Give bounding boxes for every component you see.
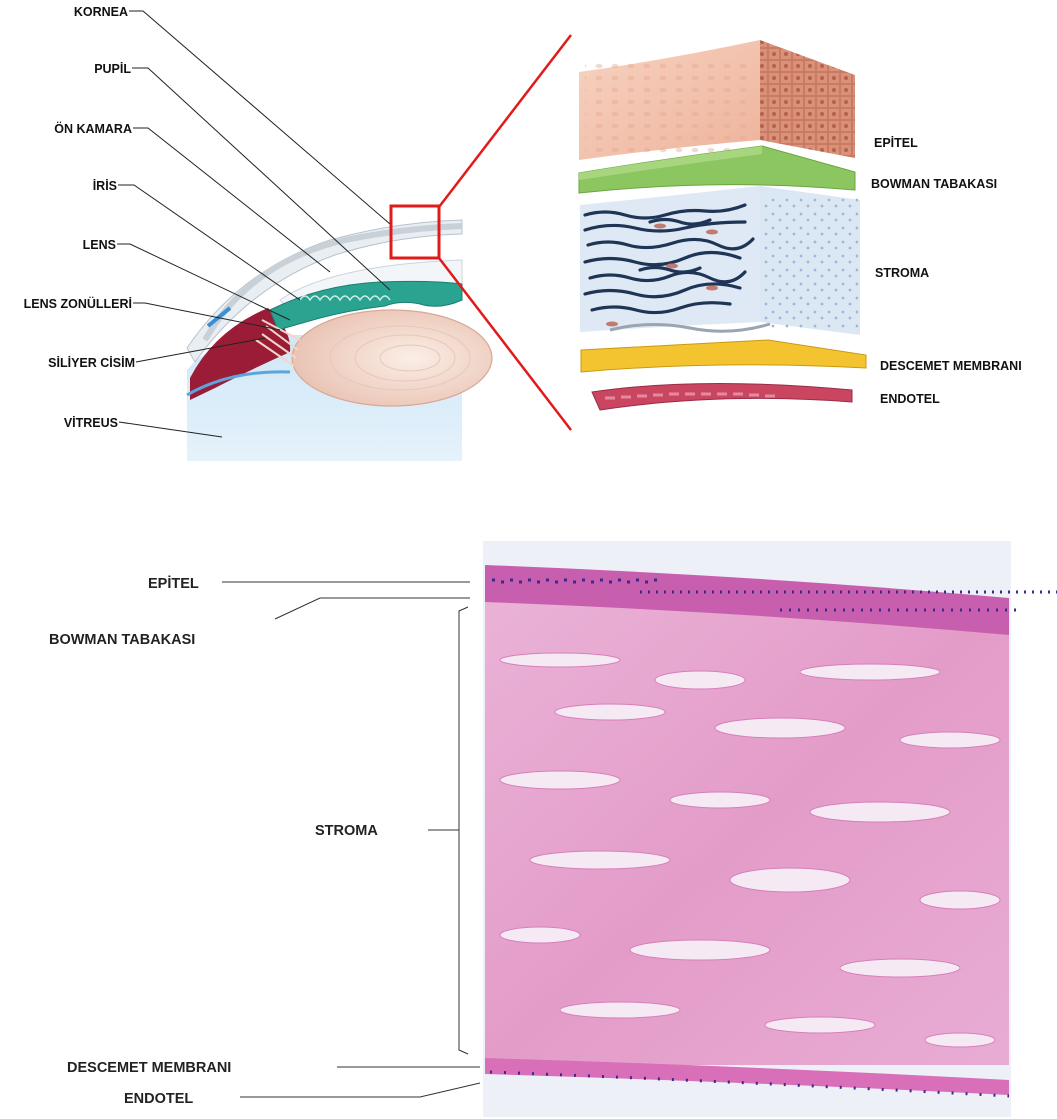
histology-cleft xyxy=(500,927,580,943)
keratocyte xyxy=(706,286,718,291)
leader-hist-bowman xyxy=(275,598,470,619)
layer-label-endotel: ENDOTEL xyxy=(880,392,940,406)
epitel-layer-pattern xyxy=(585,62,755,154)
histology-cleft xyxy=(810,802,950,822)
layer-label-epitel: EPİTEL xyxy=(874,135,918,150)
label-pupil: PUPİL xyxy=(94,61,131,76)
keratocyte xyxy=(606,322,618,327)
zoom-line-top xyxy=(439,35,571,207)
keratocyte xyxy=(706,230,718,235)
histology-cleft xyxy=(925,1033,995,1047)
cornea-layer-diagram xyxy=(579,40,866,410)
leader-hist-endotel xyxy=(240,1083,480,1097)
keratocyte xyxy=(666,264,678,269)
leader-kornea xyxy=(129,11,390,224)
layer-label-bowman: BOWMAN TABAKASI xyxy=(871,177,997,191)
histology-cleft xyxy=(840,959,960,977)
label-lens: LENS xyxy=(83,238,116,252)
keratocyte xyxy=(654,224,666,229)
label-lens-zonulleri: LENS ZONÜLLERİ xyxy=(24,296,132,311)
descemet-layer xyxy=(581,340,866,372)
histology-cleft xyxy=(920,891,1000,909)
epitel-side-face xyxy=(760,40,855,158)
histology-cleft xyxy=(630,940,770,960)
histology-cleft xyxy=(560,1002,680,1018)
hist-label-bowman: BOWMAN TABAKASI xyxy=(49,632,195,648)
histology-section xyxy=(483,541,1057,1117)
histology-cleft xyxy=(765,1017,875,1033)
histology-cleft xyxy=(670,792,770,808)
hist-label-descemet: DESCEMET MEMBRANI xyxy=(67,1060,231,1076)
hist-label-epitel: EPİTEL xyxy=(148,575,199,592)
hist-label-stroma: STROMA xyxy=(315,823,378,839)
label-kornea: KORNEA xyxy=(74,5,128,19)
histology-cleft xyxy=(730,868,850,892)
label-iris: İRİS xyxy=(93,178,117,193)
layer-label-stroma: STROMA xyxy=(875,266,929,280)
lens-body xyxy=(292,310,492,406)
histology-cleft xyxy=(800,664,940,680)
histology-cleft xyxy=(530,851,670,869)
histology-cleft xyxy=(655,671,745,689)
stroma-dots xyxy=(762,196,858,330)
label-on-kamara: ÖN KAMARA xyxy=(54,121,132,136)
histology-cleft xyxy=(500,653,620,667)
label-vitreus: VİTREUS xyxy=(64,415,118,430)
hist-label-endotel: ENDOTEL xyxy=(124,1091,193,1107)
histology-cleft xyxy=(900,732,1000,748)
label-siliyer-cisim: SİLİYER CİSİM xyxy=(48,355,135,370)
histology-cleft xyxy=(555,704,665,720)
layer-label-descemet: DESCEMET MEMBRANI xyxy=(880,359,1022,373)
histology-leader-group xyxy=(222,582,480,1097)
stroma-bracket xyxy=(459,607,468,1054)
histology-cleft xyxy=(500,771,620,789)
histology-cleft xyxy=(715,718,845,738)
